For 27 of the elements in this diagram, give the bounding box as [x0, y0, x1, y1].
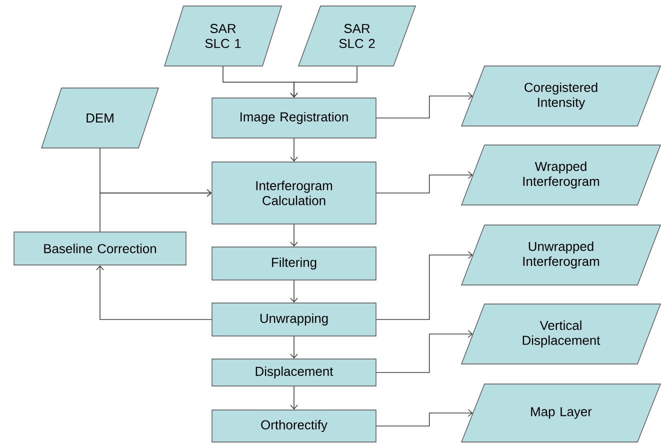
arrow — [290, 138, 298, 162]
process-box: Unwrapping — [212, 302, 376, 336]
process-box: Image Registration — [212, 98, 376, 138]
data-parallelogram: Vertical Displacement — [461, 304, 661, 364]
data-parallelogram: DEM — [41, 88, 159, 148]
arrow — [376, 251, 473, 320]
data-parallelogram: SAR SLC 1 — [164, 6, 282, 66]
arrow — [290, 66, 358, 98]
data-parallelogram: Coregistered Intensity — [461, 66, 661, 126]
arrow — [290, 336, 298, 359]
process-box: Baseline Correction — [14, 232, 186, 266]
arrow — [96, 265, 212, 320]
data-parallelogram: Wrapped Interferogram — [461, 144, 661, 206]
arrow — [376, 92, 473, 118]
process-box: Displacement — [212, 358, 376, 386]
process-box: Orthorectify — [212, 410, 376, 442]
arrow — [290, 224, 298, 247]
data-parallelogram: Unwrapped Interferogram — [461, 224, 661, 286]
arrow — [290, 386, 298, 410]
data-parallelogram: SAR SLC 2 — [298, 6, 416, 66]
process-box: Filtering — [212, 246, 376, 280]
arrow — [290, 280, 298, 303]
arrow — [376, 409, 473, 426]
process-box: Interferogram Calculation — [212, 162, 376, 224]
arrow — [376, 171, 473, 194]
arrow — [376, 330, 473, 373]
arrow — [100, 189, 212, 232]
